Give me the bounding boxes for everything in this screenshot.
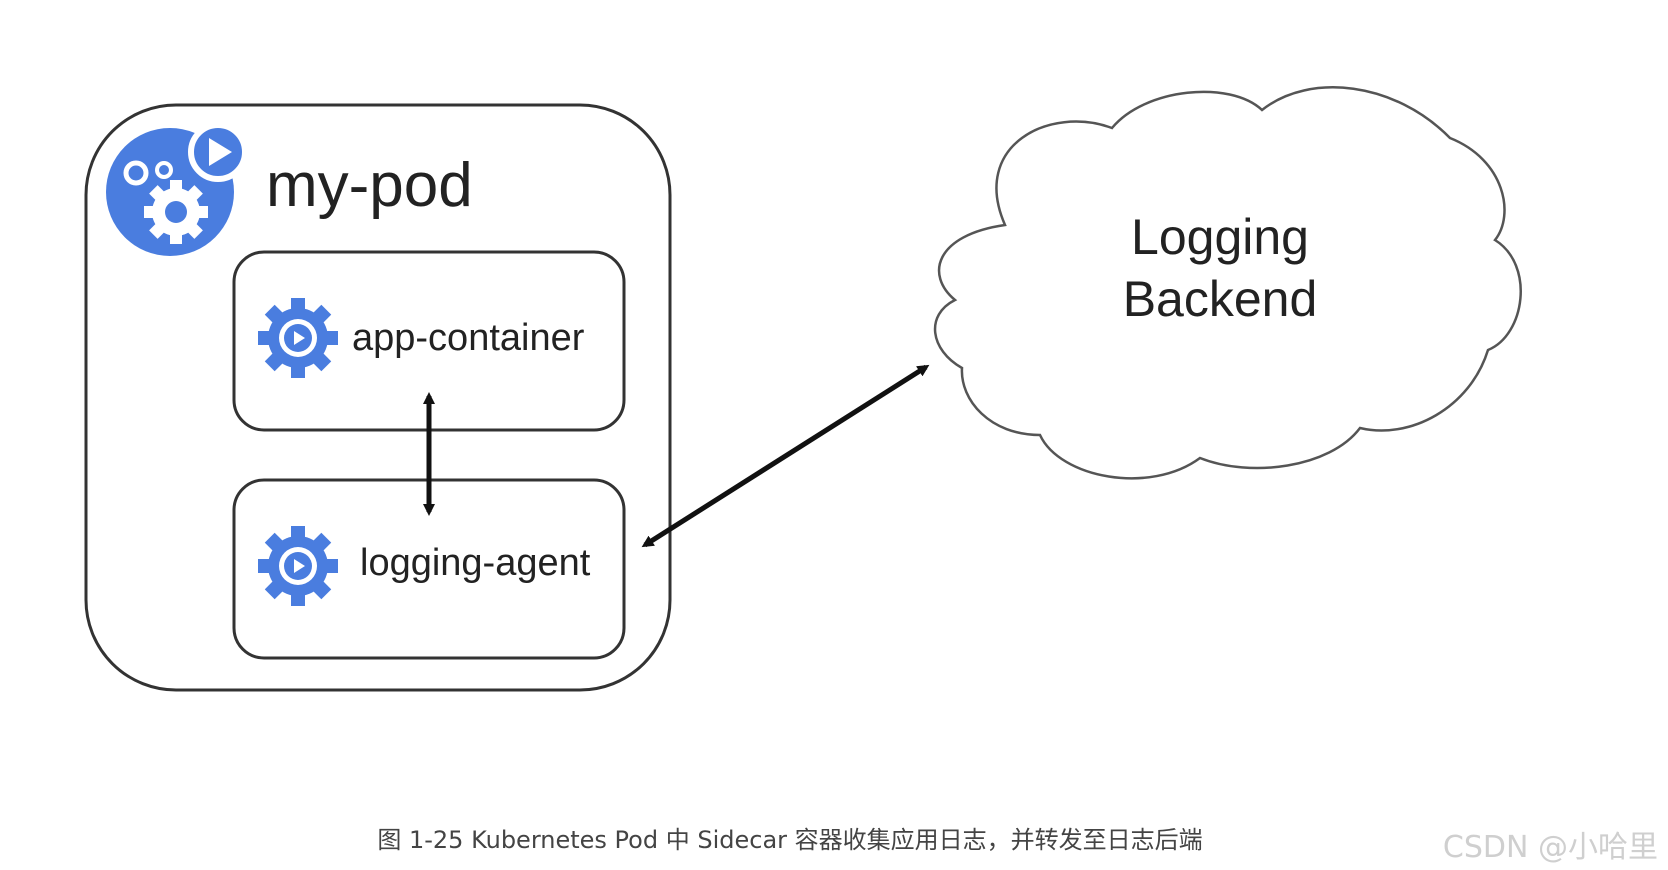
figure-caption: 图 1-25 Kubernetes Pod 中 Sidecar 容器收集应用日志…: [377, 826, 1203, 854]
logging-backend-cloud: [933, 86, 1522, 480]
pod-label: my-pod: [266, 151, 473, 220]
csdn-watermark: CSDN @小哈里: [1442, 830, 1658, 865]
app-container-gear-icon: [258, 298, 338, 378]
logging-agent-label: logging-agent: [360, 542, 591, 584]
backend-label-line2: Backend: [1123, 271, 1318, 327]
backend-link-arrow: [641, 364, 930, 548]
logging-agent-gear-icon: [258, 526, 338, 606]
backend-label-line1: Logging: [1131, 209, 1309, 265]
pod-gears-icon: [106, 122, 248, 256]
app-container-label: app-container: [352, 317, 585, 359]
